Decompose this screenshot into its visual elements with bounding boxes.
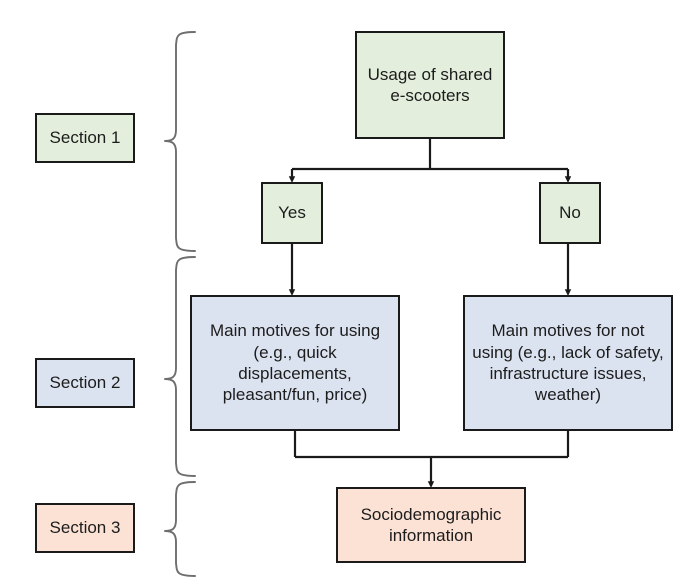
node-usage-of-shared-e-scooters-label: Usage of shared e-scooters [367,64,493,105]
node-usage-of-shared-e-scooters: Usage of shared e-scooters [355,31,505,139]
node-main-motives-for-using-label: Main motives for using (e.g., quick disp… [209,321,381,405]
section-1-legend: Section 1 [35,113,135,163]
section-3-legend: Section 3 [35,503,135,553]
node-main-motives-for-using: Main motives for using (e.g., quick disp… [190,295,400,431]
node-main-motives-for-not-using-label: Main motives for not using (e.g., lack o… [472,321,664,405]
section-1-label: Section 1 [49,128,121,147]
section-2-legend: Section 2 [35,358,135,408]
brace-section-3 [164,481,196,577]
brace-section-1 [164,31,196,252]
section-3-label: Section 3 [49,518,121,537]
brace-section-2 [164,256,196,477]
section-2-label: Section 2 [49,373,121,392]
node-yes-label: Yes [278,203,306,223]
node-yes: Yes [261,182,323,244]
node-no: No [539,182,601,244]
node-main-motives-for-not-using: Main motives for not using (e.g., lack o… [463,295,673,431]
node-sociodemographic-information: Sociodemographic information [336,487,526,563]
node-sociodemographic-information-label: Sociodemographic information [360,504,502,545]
node-no-label: No [559,203,581,223]
